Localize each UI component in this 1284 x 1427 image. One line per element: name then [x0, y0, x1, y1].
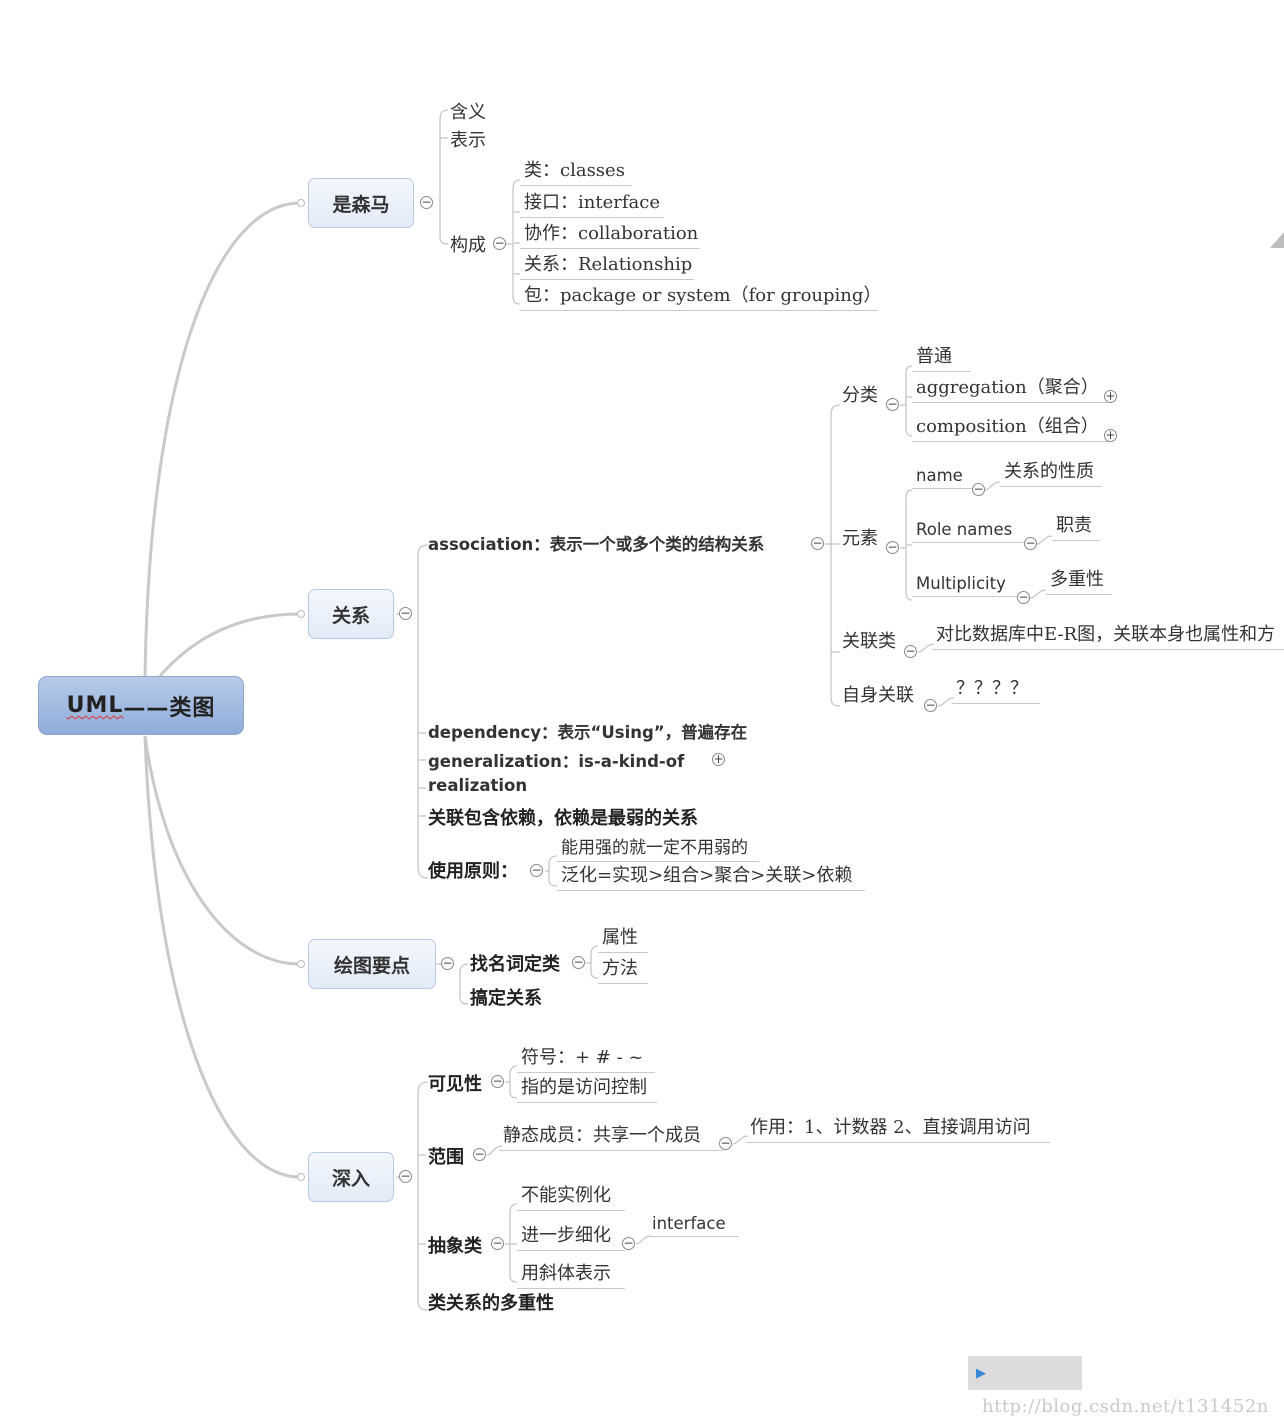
topic-zishen[interactable]: 自身关联 — [842, 685, 914, 706]
watermark: http://blog.csdn.net/t131452n — [982, 1396, 1269, 1417]
connector-dot — [297, 610, 305, 618]
topic-association[interactable]: association：表示一个或多个类的结构关系 — [428, 535, 765, 554]
subtopic-classes[interactable]: 类：classes — [520, 156, 632, 186]
collapse-toggle-icon[interactable]: − — [491, 1074, 504, 1088]
collapse-toggle-icon[interactable]: − — [420, 195, 433, 209]
topic-huitu[interactable]: 绘图要点 — [308, 939, 436, 989]
expand-toggle-icon[interactable]: + — [1104, 389, 1117, 403]
collapse-toggle-icon[interactable]: − — [572, 955, 585, 969]
play-icon[interactable]: ▶ — [976, 1366, 986, 1381]
subtopic-relationship[interactable]: 关系：Relationship — [520, 250, 694, 280]
expand-toggle-icon[interactable]: + — [1104, 428, 1117, 442]
subtopic-fangwen[interactable]: 指的是访问控制 — [517, 1073, 657, 1103]
scroll-corner-icon — [1270, 232, 1284, 248]
topic-shenru[interactable]: 深入 — [308, 1152, 394, 1202]
topic-include[interactable]: 关联包含依赖，依赖是最弱的关系 — [428, 808, 698, 829]
topic-goucheng[interactable]: 构成 — [450, 235, 486, 256]
subtopic-multiplicity[interactable]: Multiplicity — [912, 574, 1024, 597]
subtopic-interface-2[interactable]: interface — [648, 1214, 738, 1237]
expand-toggle-icon[interactable]: + — [712, 752, 725, 766]
collapse-toggle-icon[interactable]: − — [441, 956, 454, 970]
collapse-toggle-icon[interactable]: − — [622, 1236, 635, 1250]
connector-dot — [297, 960, 305, 968]
connector-dot — [297, 199, 305, 207]
topic-shisenma[interactable]: 是森马 — [308, 178, 414, 228]
topic-gaoding[interactable]: 搞定关系 — [470, 988, 542, 1009]
topic-generalization[interactable]: generalization：is-a-kind-of — [428, 752, 685, 771]
collapse-toggle-icon[interactable]: − — [493, 236, 506, 250]
topic-fanwei[interactable]: 范围 — [428, 1147, 464, 1168]
subtopic-fangfa[interactable]: 方法 — [598, 954, 648, 984]
subtopic-order[interactable]: 泛化=实现>组合>聚合>关联>依赖 — [557, 861, 865, 891]
collapse-toggle-icon[interactable]: − — [811, 536, 824, 550]
collapse-toggle-icon[interactable]: − — [886, 397, 899, 411]
collapse-toggle-icon[interactable]: − — [886, 540, 899, 554]
collapse-toggle-icon[interactable]: − — [1024, 536, 1037, 550]
subtopic-fuhao[interactable]: 符号：+ # - ~ — [517, 1043, 655, 1073]
connector-dot — [297, 1173, 305, 1181]
collapse-toggle-icon[interactable]: − — [1017, 590, 1030, 604]
subtopic-shuxing[interactable]: 属性 — [598, 923, 648, 953]
subtopic-name-value[interactable]: 关系的性质 — [1000, 457, 1102, 487]
topic-yuanze[interactable]: 使用原则： — [428, 861, 518, 882]
subtopic-jingtai[interactable]: 静态成员：共享一个成员 — [499, 1121, 723, 1151]
root-topic[interactable]: UML——类图 — [38, 676, 244, 735]
topic-fenlei[interactable]: 分类 — [842, 385, 878, 406]
root-uml-text: UML — [66, 693, 124, 718]
subtopic-qiang[interactable]: 能用强的就一定不用弱的 — [557, 833, 759, 862]
subtopic-er-note[interactable]: 对比数据库中E-R图，关联本身也属性和方 — [932, 620, 1284, 650]
subtopic-composition[interactable]: composition（组合） — [912, 412, 1108, 442]
subtopic-zishen-note[interactable]: ？？？？ — [952, 674, 1040, 704]
collapse-toggle-icon[interactable]: − — [473, 1147, 486, 1161]
subtopic-interface[interactable]: 接口：interface — [520, 188, 664, 218]
media-player-bar[interactable]: ▶ — [968, 1356, 1082, 1390]
subtopic-bunengshili[interactable]: 不能实例化 — [517, 1181, 625, 1211]
topic-guanlianlei[interactable]: 关联类 — [842, 631, 896, 652]
collapse-toggle-icon[interactable]: − — [530, 863, 543, 877]
collapse-toggle-icon[interactable]: − — [491, 1236, 504, 1250]
collapse-toggle-icon[interactable]: − — [399, 606, 412, 620]
subtopic-putong[interactable]: 普通 — [912, 342, 970, 372]
collapse-toggle-icon[interactable]: − — [904, 644, 917, 658]
root-title-text: ——类图 — [123, 695, 216, 721]
topic-chouxiang[interactable]: 抽象类 — [428, 1236, 482, 1257]
collapse-toggle-icon[interactable]: − — [399, 1169, 412, 1183]
subtopic-name[interactable]: name — [912, 466, 978, 489]
subtopic-package[interactable]: 包：package or system（for grouping） — [520, 281, 881, 311]
topic-zhao[interactable]: 找名词定类 — [470, 954, 560, 975]
subtopic-role-value[interactable]: 职责 — [1052, 511, 1100, 541]
topic-yuansu[interactable]: 元素 — [842, 528, 878, 549]
topic-guanxi[interactable]: 关系 — [308, 589, 394, 639]
topic-kejian[interactable]: 可见性 — [428, 1074, 482, 1095]
subtopic-collaboration[interactable]: 协作：collaboration — [520, 219, 700, 249]
collapse-toggle-icon[interactable]: − — [924, 698, 937, 712]
collapse-toggle-icon[interactable]: − — [719, 1136, 732, 1150]
topic-duochong[interactable]: 类关系的多重性 — [428, 1293, 554, 1314]
subtopic-xieti[interactable]: 用斜体表示 — [517, 1259, 625, 1289]
topic-dependency[interactable]: dependency：表示“Using”，普遍存在 — [428, 723, 748, 742]
topic-realization[interactable]: realization — [428, 776, 528, 795]
subtopic-aggregation[interactable]: aggregation（聚合） — [912, 373, 1108, 403]
topic-hanyi[interactable]: 含义 — [450, 102, 486, 123]
subtopic-multiplicity-value[interactable]: 多重性 — [1046, 565, 1112, 595]
subtopic-xihua[interactable]: 进一步细化 — [517, 1221, 625, 1251]
subtopic-zuoyong[interactable]: 作用：1、计数器 2、直接调用访问 — [746, 1113, 1050, 1143]
collapse-toggle-icon[interactable]: − — [972, 482, 985, 496]
topic-biaoshi[interactable]: 表示 — [450, 130, 486, 151]
subtopic-role-names[interactable]: Role names — [912, 520, 1030, 543]
